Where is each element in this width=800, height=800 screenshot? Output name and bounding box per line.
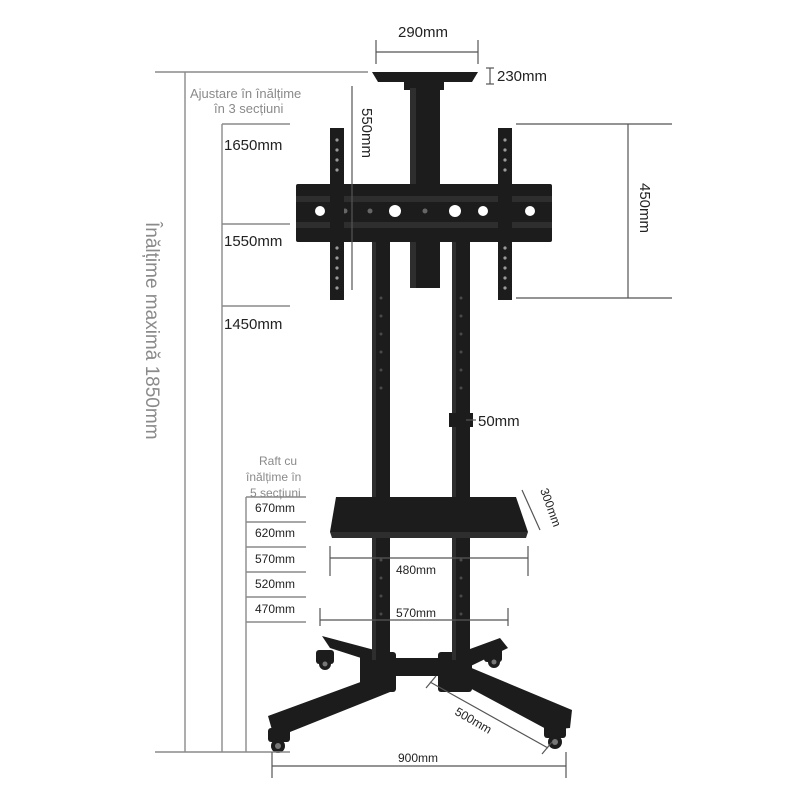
top-width-label: 290mm [398,24,448,41]
shelf [330,497,528,538]
base-inner-width-label: 570mm [396,606,436,620]
shelf-670-label: 670mm [255,501,295,515]
shelf-depth-label: 300mm [537,486,564,528]
shelf-title-1: Raft cu [259,454,297,468]
casters [268,648,566,753]
height-1650-label: 1650mm [224,137,282,154]
column-sections-title-2: în 3 secțiuni [213,101,283,116]
column-collar [449,413,473,427]
tray-height-label: 230mm [497,68,547,85]
height-1550-label: 1550mm [224,233,282,250]
tv-stand-illustration [268,72,572,753]
height-1450-label: 1450mm [224,316,282,333]
mounting-bracket [296,184,552,242]
base-legs [268,636,572,732]
column-sections-title-1: Ajustare în înălțime [190,86,301,101]
vesa-height-label: 450mm [636,183,653,233]
tube-width-label: 50mm [478,413,520,430]
bracket-height-label: 550mm [358,108,375,158]
upright-columns [372,236,470,660]
shelf-width-label: 480mm [396,563,436,577]
shelf-570-label: 570mm [255,552,295,566]
shelf-520-label: 520mm [255,577,295,591]
dimension-lines [155,40,672,778]
base-depth-label: 500mm [453,704,495,736]
shelf-620-label: 620mm [255,526,295,540]
base-width-label: 900mm [398,751,438,765]
dimension-labels: 290mm 230mm Ajustare în înălțime în 3 se… [141,24,653,765]
max-height-label: Înălțime maximă 1850mm [141,221,163,440]
shelf-title-2: înălțime în [245,470,301,484]
vesa-arms [330,128,512,300]
shelf-470-label: 470mm [255,602,295,616]
shelf-title-3: 5 secțiuni [250,486,301,500]
